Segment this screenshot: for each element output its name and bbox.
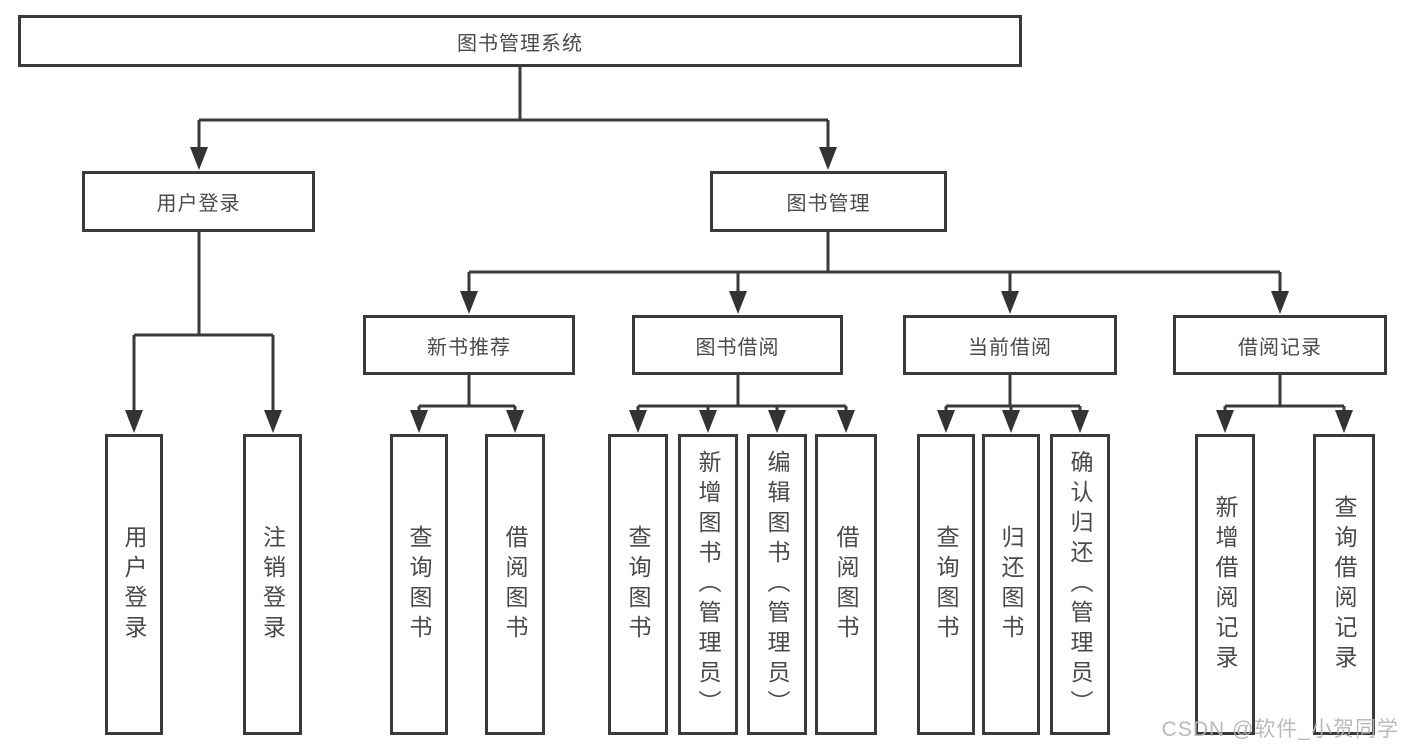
leaf-edit-books-admin: 编辑图书（管理员） bbox=[747, 434, 807, 735]
leaf-user-login-label: 用户登录 bbox=[121, 524, 147, 645]
leaf-query-books-borrow: 查询图书 bbox=[608, 434, 668, 735]
leaf-add-borrow-record-label: 新增借阅记录 bbox=[1212, 494, 1238, 675]
leaf-query-books-current: 查询图书 bbox=[917, 434, 975, 735]
node-current-borrow-label: 当前借阅 bbox=[968, 336, 1052, 359]
node-user-login: 用户登录 bbox=[82, 171, 315, 232]
csdn-watermark: CSDN @软件_小贺同学 bbox=[1161, 718, 1399, 741]
leaf-logout: 注销登录 bbox=[243, 434, 302, 735]
leaf-return-books-label: 归还图书 bbox=[998, 524, 1024, 645]
leaf-query-books-recommend: 查询图书 bbox=[390, 434, 448, 735]
node-user-login-label: 用户登录 bbox=[156, 193, 241, 215]
leaf-user-login: 用户登录 bbox=[105, 434, 163, 735]
leaf-confirm-return-admin-label: 确认归还（管理员） bbox=[1067, 449, 1093, 720]
node-book-management: 图书管理 bbox=[710, 171, 947, 232]
leaf-borrow-books-recommend: 借阅图书 bbox=[485, 434, 545, 735]
leaf-borrow-books: 借阅图书 bbox=[815, 434, 877, 735]
leaf-borrow-books-label: 借阅图书 bbox=[833, 524, 859, 645]
node-book-borrow-label: 图书借阅 bbox=[695, 336, 780, 359]
leaf-add-books-admin: 新增图书（管理员） bbox=[678, 434, 738, 735]
leaf-query-books-current-label: 查询图书 bbox=[933, 524, 959, 645]
leaf-return-books: 归还图书 bbox=[982, 434, 1040, 735]
leaf-query-books-recommend-label: 查询图书 bbox=[406, 524, 432, 645]
leaf-query-books-borrow-label: 查询图书 bbox=[625, 524, 651, 645]
node-book-borrow: 图书借阅 bbox=[632, 315, 843, 375]
node-book-management-label: 图书管理 bbox=[786, 193, 871, 215]
leaf-add-borrow-record: 新增借阅记录 bbox=[1195, 434, 1255, 735]
leaf-query-borrow-record-label: 查询借阅记录 bbox=[1331, 494, 1357, 675]
leaf-confirm-return-admin: 确认归还（管理员） bbox=[1050, 434, 1110, 735]
arrowhead-icons bbox=[125, 147, 1353, 433]
leaf-logout-label: 注销登录 bbox=[259, 524, 286, 645]
leaf-edit-books-admin-label: 编辑图书（管理员） bbox=[764, 449, 790, 720]
node-root-label: 图书管理系统 bbox=[457, 32, 583, 55]
node-borrow-records: 借阅记录 bbox=[1173, 315, 1387, 375]
node-root-system: 图书管理系统 bbox=[18, 15, 1022, 67]
leaf-query-borrow-record: 查询借阅记录 bbox=[1313, 434, 1375, 735]
node-current-borrow: 当前借阅 bbox=[903, 315, 1117, 375]
node-borrow-records-label: 借阅记录 bbox=[1238, 336, 1322, 359]
leaf-add-books-admin-label: 新增图书（管理员） bbox=[695, 449, 721, 720]
node-new-book-recommend-label: 新书推荐 bbox=[427, 336, 511, 359]
node-new-book-recommend: 新书推荐 bbox=[363, 315, 575, 375]
leaf-borrow-books-recommend-label: 借阅图书 bbox=[502, 524, 528, 645]
